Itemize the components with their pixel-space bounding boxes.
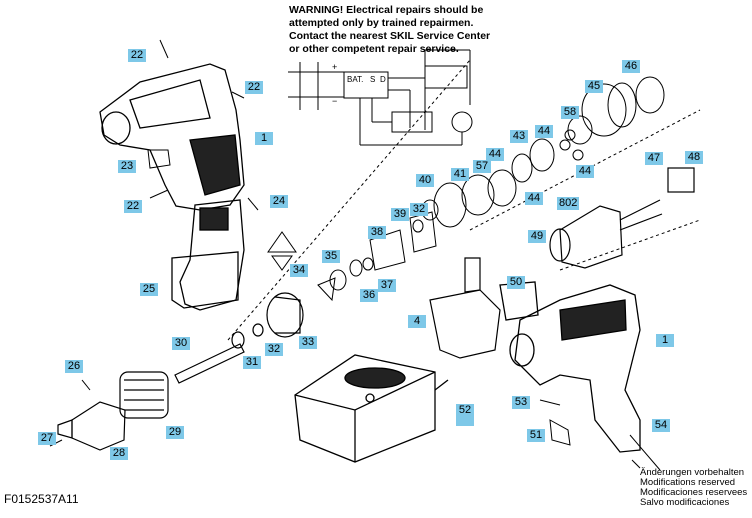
callout-51: 51 [527,429,545,442]
callout-43: 43 [510,130,528,143]
schematic-s-label: S [370,75,375,84]
capacitor-box [391,111,433,133]
callout-4: 4 [408,315,426,328]
callout-26: 26 [65,360,83,373]
callout-41: 41 [451,168,469,181]
warning-line: Contact the nearest SKIL Service Center [289,30,491,42]
leader-lines [227,59,701,341]
switch-box [343,71,389,99]
callout-45: 45 [585,80,603,93]
callout-54: 54 [652,419,670,432]
warning-line: or other competent repair service. [289,43,459,55]
callout-1: 1 [255,132,273,145]
schematic-d-label: D [380,75,386,84]
callout-48: 48 [685,151,703,164]
modification-line: Modifications reserved [640,477,736,488]
chuck-assembly [57,371,169,451]
recycle-icon [267,231,297,271]
schematic-minus-label: − [332,96,337,106]
callout-22: 22 [245,81,263,94]
callout-46: 46 [622,60,640,73]
callout-24: 24 [270,195,288,208]
schematic-plus-label: + [332,62,337,72]
spindle [174,323,264,384]
battery-pack [171,199,245,311]
warning-line: attempted only by trained repairmen. [289,17,474,29]
callout-44: 44 [525,192,543,205]
callout-36: 36 [360,289,378,302]
callout-28: 28 [110,447,128,460]
charger [294,354,449,463]
callout-47: 47 [645,152,663,165]
gear-parts [317,76,665,302]
callout-802: 802 [557,197,580,210]
schematic-bat-label: BAT. [347,75,363,84]
housing-right-half [499,281,641,453]
motor-symbol [451,111,473,133]
callout-22: 22 [128,49,146,62]
switch [429,257,501,359]
warning-line: WARNING! Electrical repairs should be [289,4,484,16]
callout-1: 1 [656,334,674,347]
callout-25: 25 [140,283,158,296]
callout-32: 32 [410,203,428,216]
callout-23: 23 [118,160,136,173]
callout-44: 44 [576,165,594,178]
small-parts [49,39,661,471]
callout-52: 52 [456,404,474,426]
callout-27: 27 [38,432,56,445]
callout-50: 50 [507,276,525,289]
modification-line: Modificaciones reservees [640,487,748,498]
callout-31: 31 [243,356,261,369]
callout-30: 30 [172,337,190,350]
callout-32: 32 [265,343,283,356]
callout-37: 37 [378,279,396,292]
callout-58: 58 [561,106,579,119]
modifications-notice: Änderungen vorbehalten Modifications res… [640,468,747,508]
callout-35: 35 [322,250,340,263]
callout-29: 29 [166,426,184,439]
callout-33: 33 [299,336,317,349]
clutch-housing [266,292,304,338]
callout-34: 34 [290,264,308,277]
callout-22: 22 [124,200,142,213]
callout-39: 39 [391,208,409,221]
callout-53: 53 [512,396,530,409]
callout-38: 38 [368,226,386,239]
housing-left-half [99,63,245,211]
modification-line: Salvo modificaciones [640,497,730,508]
callout-44: 44 [535,125,553,138]
motor [549,167,695,269]
callout-57: 57 [473,160,491,173]
callout-44: 44 [486,148,504,161]
wiring-schematic [288,49,473,146]
warning-notice: WARNING! Electrical repairs should be at… [289,4,491,56]
callout-40: 40 [416,174,434,187]
part-code: F0152537A11 [4,492,79,506]
callout-49: 49 [528,230,546,243]
modification-line: Änderungen vorbehalten [640,467,745,478]
